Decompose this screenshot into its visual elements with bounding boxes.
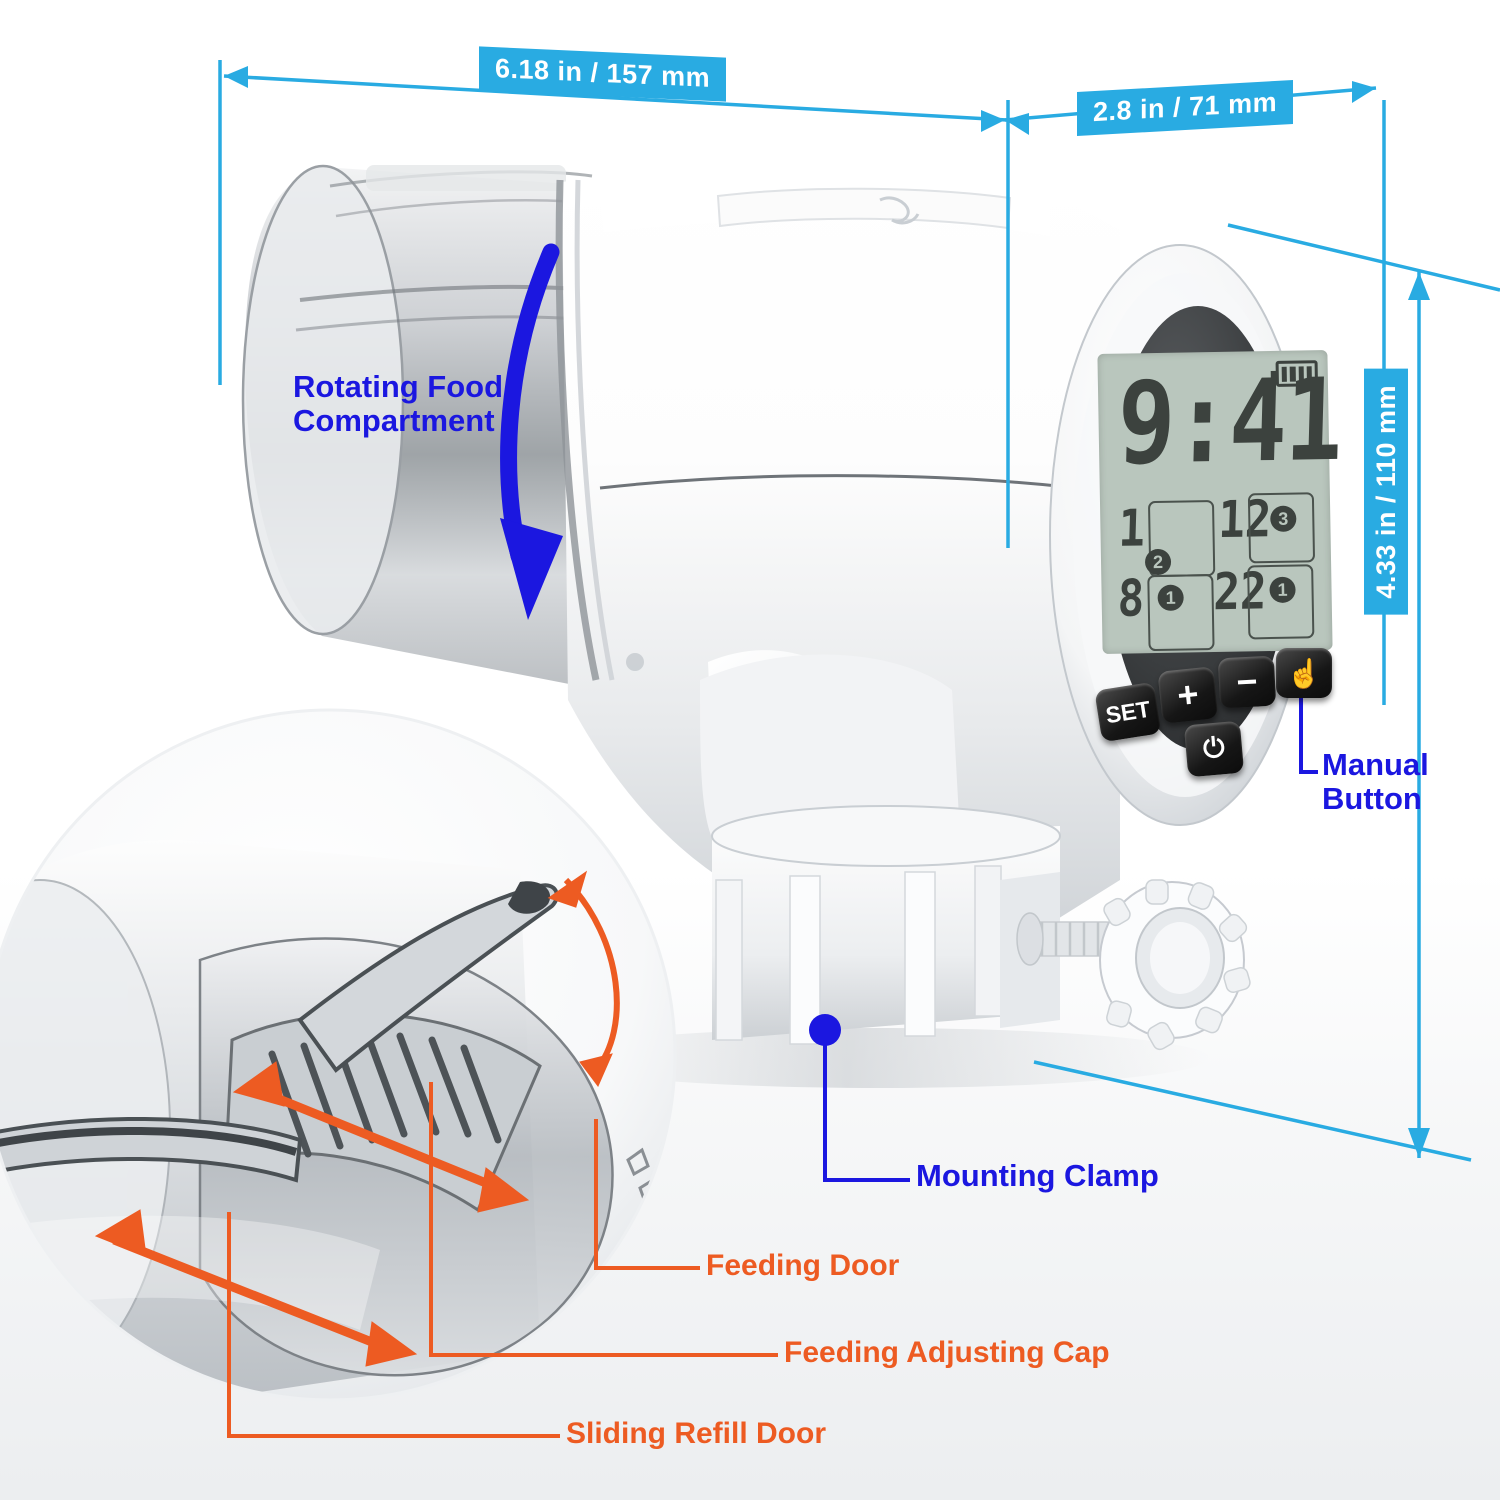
lcd-slot-box-3: [1147, 574, 1215, 652]
motion-arrows: [94, 870, 620, 1367]
label-mounting-clamp: Mounting Clamp: [916, 1158, 1159, 1193]
rotation-arrow-icon: [500, 243, 563, 620]
minus-button[interactable]: −: [1217, 655, 1277, 709]
power-button[interactable]: ⏻: [1183, 720, 1245, 778]
label-sliding-refill-door: Sliding Refill Door: [566, 1417, 826, 1450]
leader-manual-button: [1299, 684, 1318, 774]
magnified-inset: [0, 708, 677, 1402]
marker-mounting-clamp: [809, 1014, 841, 1046]
label-manual-button: Manual Button: [1322, 747, 1429, 817]
dimension-badge-height: 4.33 in / 110 mm: [1364, 369, 1408, 615]
label-line-1: Manual: [1322, 747, 1429, 782]
lcd-slot-value-3: 8: [1116, 569, 1146, 629]
leader-feeding-cap: [429, 1082, 778, 1357]
label-feeding-adjusting-cap: Feeding Adjusting Cap: [784, 1336, 1110, 1369]
lcd-time-readout: 9:41: [1115, 353, 1343, 490]
lcd-display: 9:41 1 2 12 3 8 1 22 1: [1097, 350, 1343, 654]
label-rotating-food-compartment: Rotating Food Compartment: [293, 369, 504, 439]
plus-button[interactable]: +: [1157, 666, 1219, 724]
label-line-1: Rotating Food: [293, 369, 504, 404]
manual-button[interactable]: ☝: [1276, 648, 1332, 698]
leader-feeding-door: [594, 1119, 700, 1270]
set-button[interactable]: SET: [1094, 681, 1162, 743]
leader-sliding-refill: [227, 1212, 560, 1438]
lcd-slot-value-1: 1: [1117, 499, 1146, 559]
dimension-arrowheads: [224, 66, 1430, 1158]
label-line-2: Compartment: [293, 403, 495, 439]
label-line-2: Button: [1322, 781, 1422, 817]
label-feeding-door: Feeding Door: [706, 1249, 900, 1282]
leader-mounting-clamp: [823, 1038, 910, 1182]
